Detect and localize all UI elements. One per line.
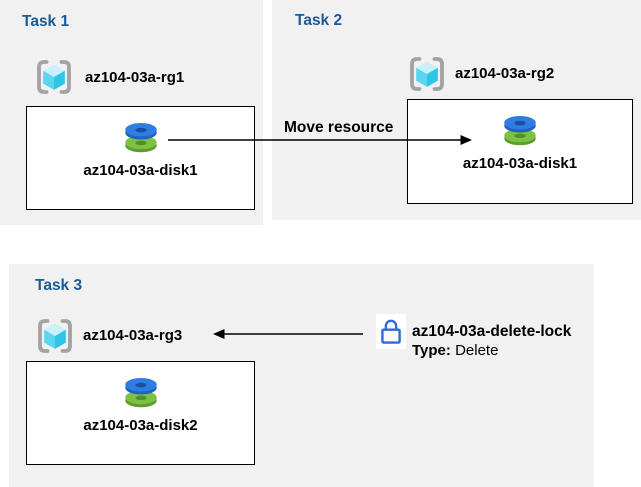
resource-group-icon bbox=[35, 316, 75, 356]
lock-name-label: az104-03a-delete-lock bbox=[412, 323, 572, 340]
task3-title: Task 3 bbox=[35, 277, 83, 294]
resource-group-icon bbox=[34, 57, 74, 97]
task1-resource-box: az104-03a-disk1 bbox=[26, 106, 255, 210]
disk-icon bbox=[120, 375, 162, 411]
lock-type-value: Delete bbox=[455, 342, 499, 359]
task3-disk-label: az104-03a-disk2 bbox=[83, 417, 198, 434]
task1-title: Task 1 bbox=[22, 13, 70, 30]
task1-panel: Task 1 az104-03a-rg1 az104-03a-disk1 bbox=[0, 0, 263, 225]
task2-disk-label: az104-03a-disk1 bbox=[462, 155, 578, 172]
task2-panel: Task 2 az104-03a-rg2 az104-03a-disk1 bbox=[272, 0, 641, 220]
lock-tile bbox=[376, 314, 406, 349]
lock-type-key: Type: bbox=[412, 342, 451, 359]
task3-resource-box: az104-03a-disk2 bbox=[26, 361, 255, 465]
move-resource-label: Move resource bbox=[284, 119, 394, 136]
task2-resource-box: az104-03a-disk1 bbox=[407, 99, 633, 204]
task2-rg-label: az104-03a-rg2 bbox=[455, 65, 555, 82]
lock-icon bbox=[377, 316, 405, 348]
task1-disk-label: az104-03a-disk1 bbox=[83, 162, 198, 179]
task2-title: Task 2 bbox=[295, 12, 343, 29]
lock-annotation: az104-03a-delete-lock Type: Delete bbox=[412, 322, 571, 360]
disk-icon bbox=[499, 113, 541, 149]
lock-type-line: Type: Delete bbox=[412, 341, 571, 360]
resource-group-icon bbox=[407, 54, 447, 94]
task3-panel: Task 3 az104-03a-rg3 az104-03a-disk2 bbox=[9, 264, 594, 487]
disk-icon bbox=[120, 120, 162, 156]
task3-rg-label: az104-03a-rg3 bbox=[83, 327, 183, 344]
task1-rg-label: az104-03a-rg1 bbox=[85, 69, 185, 86]
